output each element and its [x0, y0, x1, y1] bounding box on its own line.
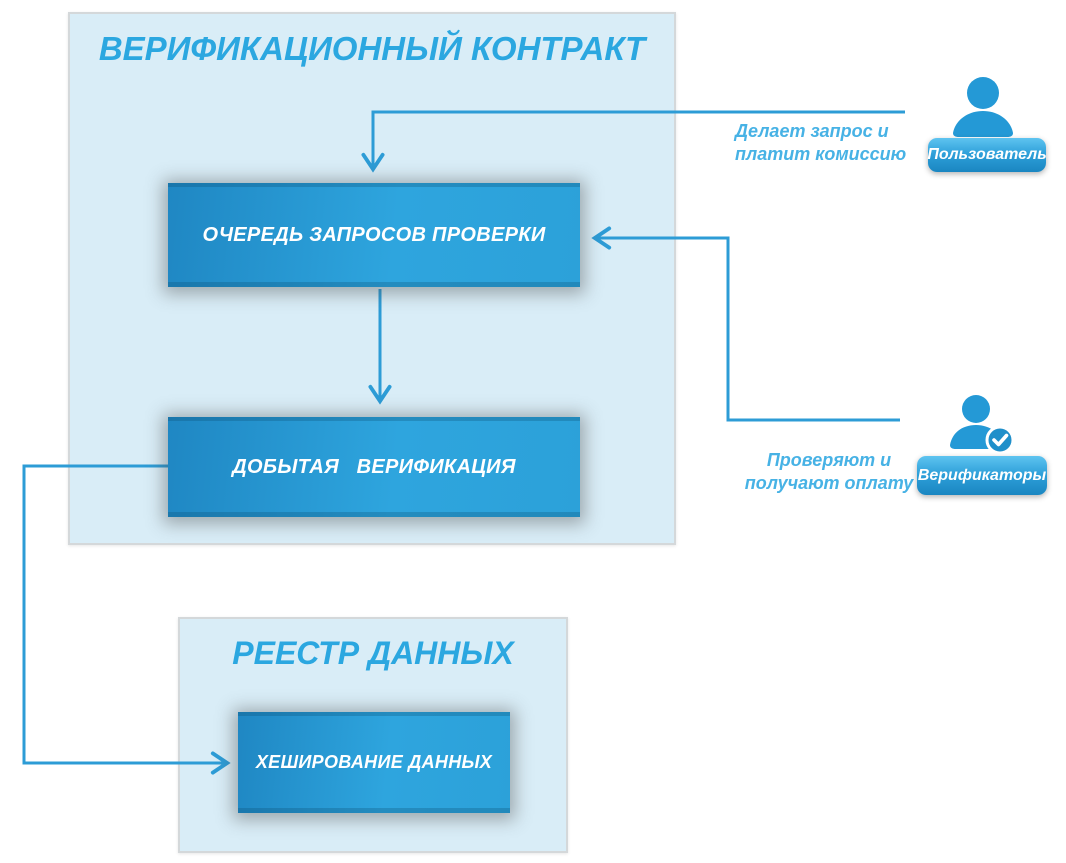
- data-registry-title: РЕЕСТР ДАННЫХ: [232, 635, 514, 671]
- user-label-pill: Пользователь: [927, 138, 1047, 172]
- user-label: Пользователь: [927, 146, 1047, 163]
- user-annotation: Делает запрос и платит комиссию: [735, 121, 907, 165]
- data-hashing-node: ХЕШИРОВАНИЕ ДАННЫХ: [238, 712, 510, 813]
- queue-node-label: ОЧЕРЕДЬ ЗАПРОСОВ ПРОВЕРКИ: [202, 223, 546, 246]
- mined-verification-node: ДОБЫТАЯ ВЕРИФИКАЦИЯ: [168, 417, 580, 517]
- verifiers-annotation: Проверяют и получают оплату: [744, 450, 914, 494]
- verifiers-label-pill: Верификаторы: [917, 456, 1047, 495]
- user-icon: [953, 77, 1013, 137]
- mined-verification-node-label: ДОБЫТАЯ ВЕРИФИКАЦИЯ: [232, 455, 516, 478]
- verification-contract-title: ВЕРИФИКАЦИОННЫЙ КОНТРАКТ: [98, 30, 646, 67]
- queue-node: ОЧЕРЕДЬ ЗАПРОСОВ ПРОВЕРКИ: [168, 183, 580, 287]
- user-check-icon: [950, 395, 1015, 455]
- verifiers-label: Верификаторы: [917, 466, 1047, 484]
- data-hashing-node-label: ХЕШИРОВАНИЕ ДАННЫХ: [255, 752, 493, 772]
